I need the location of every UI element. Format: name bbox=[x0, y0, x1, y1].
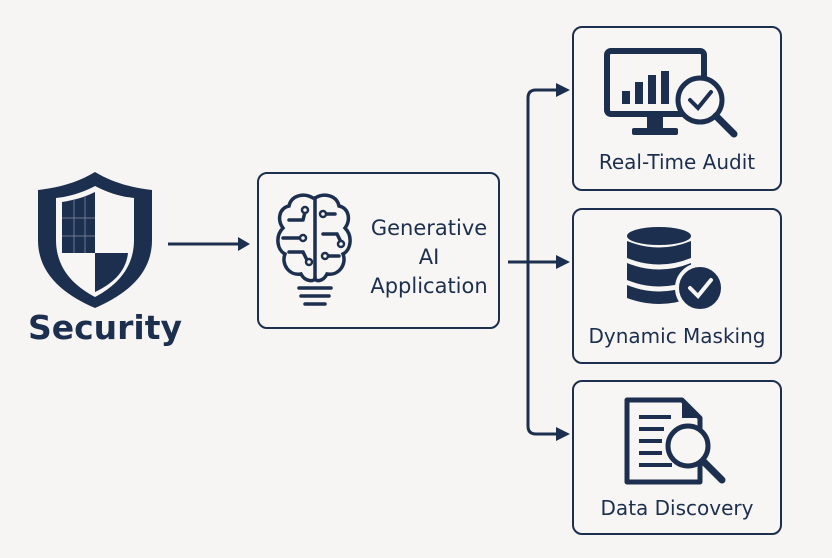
document-search-icon bbox=[624, 397, 726, 485]
center-label-line-1: Generative bbox=[370, 216, 488, 240]
arrow-head-audit bbox=[556, 83, 570, 97]
brain-icon bbox=[276, 193, 352, 306]
center-label-line-2: AI bbox=[418, 245, 440, 269]
dynamic-masking-label: Dynamic Masking bbox=[588, 324, 766, 348]
connector-branches bbox=[508, 83, 570, 441]
arrow-head-masking bbox=[556, 255, 570, 269]
shield-icon bbox=[38, 172, 152, 308]
arrow-security-to-ai bbox=[168, 237, 250, 251]
security-label: Security bbox=[27, 308, 183, 347]
arrow-head-discovery bbox=[556, 427, 570, 441]
monitor-audit-icon bbox=[604, 48, 738, 138]
center-label-line-3: Application bbox=[370, 274, 488, 298]
data-discovery-box bbox=[572, 380, 782, 535]
database-check-icon bbox=[627, 227, 725, 313]
center-label: Generative AI Application bbox=[362, 214, 496, 301]
real-time-audit-label: Real-Time Audit bbox=[598, 150, 756, 174]
data-discovery-label: Data Discovery bbox=[600, 496, 754, 520]
